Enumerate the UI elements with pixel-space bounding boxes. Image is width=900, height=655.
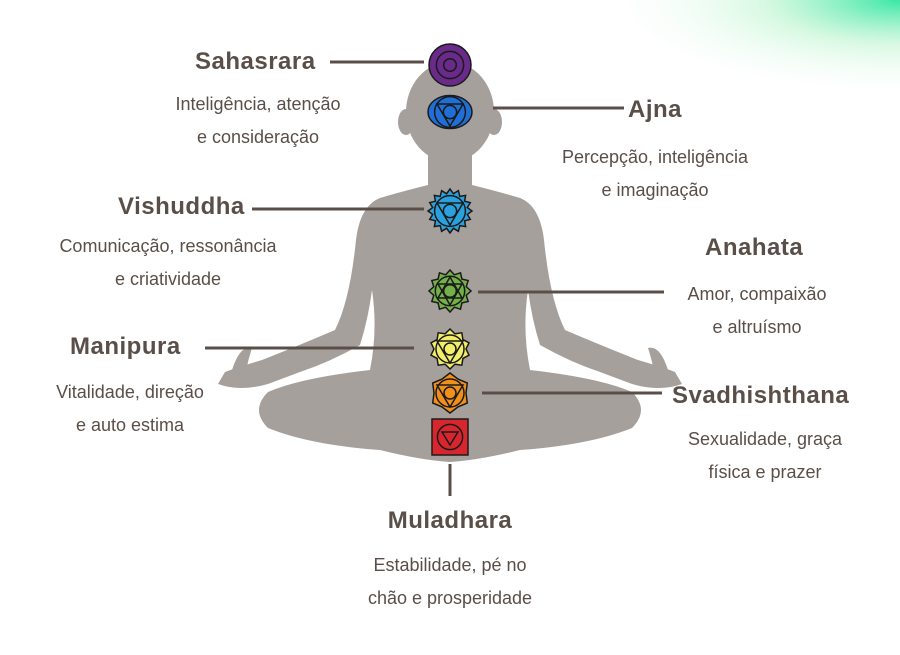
desc-line: Percepção, inteligência bbox=[561, 147, 749, 167]
title-sahasrara: Sahasrara bbox=[195, 48, 316, 75]
leader-lines bbox=[205, 60, 664, 496]
chakra-symbol-ajna bbox=[427, 94, 473, 130]
desc-line: Amor, compaixão bbox=[687, 284, 827, 304]
chakra-symbol-anahata bbox=[427, 268, 473, 314]
desc-line: Vitalidade, direção bbox=[56, 382, 204, 402]
desc-vishuddha: Comunicação, ressonância e criatividade bbox=[59, 230, 276, 296]
desc-line: e altruísmo bbox=[712, 317, 802, 337]
desc-line: Comunicação, ressonância bbox=[59, 236, 277, 256]
title-manipura: Manipura bbox=[70, 333, 181, 360]
title-svadhishthana: Svadhishthana bbox=[672, 382, 850, 409]
desc-line: física e prazer bbox=[708, 462, 822, 482]
watercolor-wash bbox=[560, 0, 900, 110]
desc-muladhara: Estabilidade, pé no chão e prosperidade bbox=[368, 549, 532, 615]
desc-anahata: Amor, compaixão e altruísmo bbox=[687, 278, 826, 344]
desc-svadhishthana: Sexualidade, graça física e prazer bbox=[688, 423, 842, 489]
chakra-symbol-sahasrara bbox=[428, 43, 472, 87]
chakra-symbol-vishuddha bbox=[426, 187, 474, 235]
desc-ajna: Percepção, inteligência e imaginação bbox=[562, 141, 748, 207]
desc-line: Estabilidade, pé no bbox=[373, 555, 527, 575]
desc-manipura: Vitalidade, direção e auto estima bbox=[56, 376, 204, 442]
title-vishuddha: Vishuddha bbox=[118, 193, 245, 220]
title-ajna: Ajna bbox=[628, 96, 683, 123]
desc-line: e criatividade bbox=[114, 269, 222, 289]
desc-line: e auto estima bbox=[75, 415, 185, 435]
title-anahata: Anahata bbox=[705, 234, 804, 261]
desc-line: e imaginação bbox=[601, 180, 709, 200]
desc-line: chão e prosperidade bbox=[367, 588, 533, 608]
desc-line: Sexualidade, graça bbox=[687, 429, 843, 449]
desc-line: Inteligência, atenção bbox=[175, 94, 341, 114]
desc-sahasrara: Inteligência, atenção e consideração bbox=[175, 88, 340, 154]
desc-line: e consideração bbox=[196, 127, 320, 147]
chakra-symbol-svadhishthana bbox=[431, 372, 469, 414]
chakra-symbol-muladhara bbox=[431, 418, 469, 456]
title-muladhara: Muladhara bbox=[387, 507, 513, 534]
chakra-symbol-manipura bbox=[430, 327, 470, 371]
